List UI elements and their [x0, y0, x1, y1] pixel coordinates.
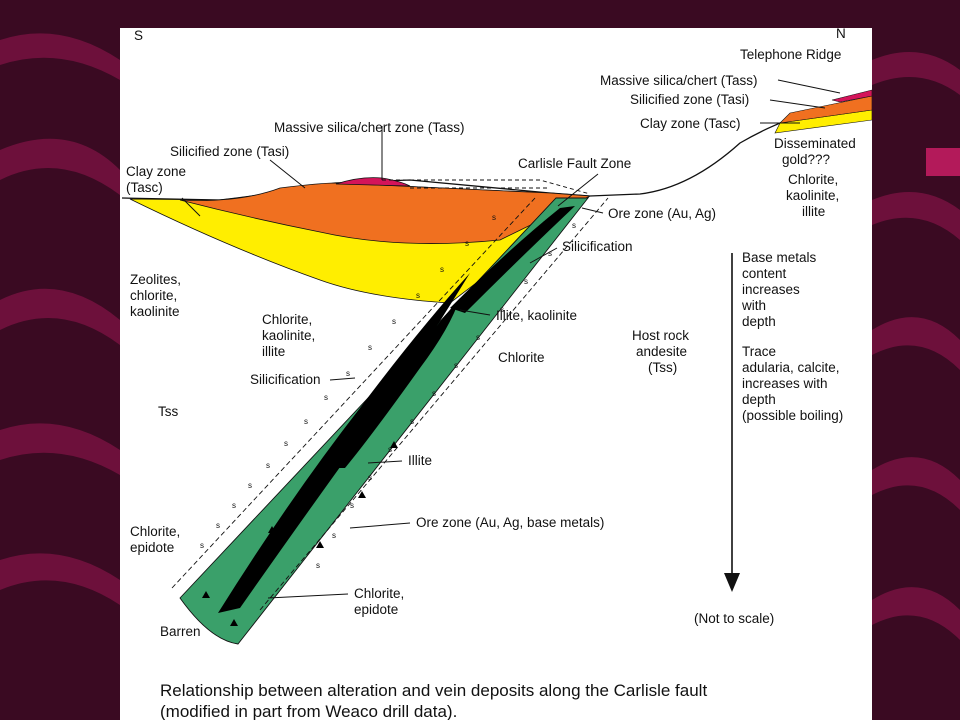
label-adularia-calcite: adularia, calcite, [742, 360, 840, 375]
svg-text:s: s [492, 213, 496, 222]
svg-text:s: s [392, 317, 396, 326]
svg-text:s: s [572, 221, 576, 230]
label-north: N [836, 28, 846, 41]
svg-text:s: s [216, 521, 220, 530]
svg-text:s: s [524, 277, 528, 286]
label-host-rock: Host rock [632, 328, 689, 343]
label-carlisle-fault-zone: Carlisle Fault Zone [518, 156, 631, 171]
svg-text:s: s [332, 531, 336, 540]
silicification-margin-right [259, 197, 609, 611]
label-zeolites-kaolinite: kaolinite [130, 304, 180, 319]
diagram-panel: s s s s s s s s s s s s s s s s s s s s s s s s s s s s [120, 28, 872, 720]
label-zeolites: Zeolites, [130, 272, 181, 287]
label-tss: Tss [158, 404, 179, 419]
silicification-margin-left [171, 197, 536, 589]
svg-text:s: s [476, 333, 480, 342]
svg-text:s: s [410, 417, 414, 426]
label-tss-host: (Tss) [648, 360, 677, 375]
svg-text:s: s [284, 439, 288, 448]
label-telephone-ridge: Telephone Ridge [740, 47, 841, 62]
svg-text:s: s [548, 249, 552, 258]
label-possible-boiling: (possible boiling) [742, 408, 843, 423]
label-silicified-tasi: Silicified zone (Tasi) [630, 92, 749, 107]
svg-text:s: s [440, 265, 444, 274]
depth-arrow-head [724, 573, 740, 592]
label-gold: gold??? [782, 152, 830, 167]
ore-lens-upper [450, 206, 575, 313]
label-illite-top: illite [802, 204, 825, 219]
svg-text:s: s [388, 445, 392, 454]
label-illite: Illite [408, 453, 432, 468]
label-ore-zone-au-ag: Ore zone (Au, Ag) [608, 206, 716, 221]
svg-text:s: s [200, 541, 204, 550]
silicified-zone [179, 182, 592, 244]
svg-text:s: s [454, 361, 458, 370]
label-chlorite-epidote-bottom-2: epidote [354, 602, 398, 617]
label-silicified-zone: Silicified zone (Tasi) [170, 144, 289, 159]
caption-line-2: (modified in part from Weaco drill data)… [160, 702, 457, 720]
svg-text:s: s [266, 461, 270, 470]
label-clay-zone-2: (Tasc) [126, 180, 163, 195]
label-depth-2: depth [742, 392, 776, 407]
label-ckl-chlorite: Chlorite, [262, 312, 312, 327]
label-increases: increases [742, 282, 800, 297]
label-massive-silica-zone: Massive silica/chert zone (Tass) [274, 120, 465, 135]
label-depth-1: depth [742, 314, 776, 329]
svg-text:s: s [304, 417, 308, 426]
label-trace: Trace [742, 344, 776, 359]
label-not-to-scale: (Not to scale) [694, 611, 774, 626]
label-massive-silica-chert: Massive silica/chert (Tass) [600, 73, 758, 88]
label-increases-with: increases with [742, 376, 828, 391]
silicification-s-markers: s s s s s s s s s s s s s s s s s s s s s s s s s s s s [200, 213, 576, 570]
svg-text:s: s [346, 369, 350, 378]
cross-section-diagram: s s s s s s s s s s s s s s s s s s s s s s s s s s s s [121, 28, 872, 720]
ore-lens-left [218, 273, 470, 613]
label-ckl-kaolinite: kaolinite, [262, 328, 315, 343]
svg-text:s: s [368, 473, 372, 482]
label-illite-kaolinite: Illite, kaolinite [496, 308, 577, 323]
svg-text:s: s [248, 481, 252, 490]
leader-lines [181, 79, 841, 599]
label-andesite: andesite [636, 344, 687, 359]
label-content: content [742, 266, 787, 281]
svg-text:s: s [350, 501, 354, 510]
ridge-massive-layer [831, 89, 872, 103]
label-chlorite-epidote-bottom-1: Chlorite, [354, 586, 404, 601]
label-chlorite-epidote-left-2: epidote [130, 540, 174, 555]
label-clay-tasc: Clay zone (Tasc) [640, 116, 741, 131]
label-ckl-illite: illite [262, 344, 285, 359]
label-chlorite-epidote-left-1: Chlorite, [130, 524, 180, 539]
svg-text:s: s [324, 393, 328, 402]
svg-text:s: s [368, 343, 372, 352]
svg-text:s: s [432, 389, 436, 398]
ore-lens-right [330, 298, 460, 468]
svg-text:s: s [465, 239, 469, 248]
eroded-cap-outline [382, 179, 591, 195]
label-silicification-right: Silicification [562, 239, 633, 254]
label-barren: Barren [160, 624, 201, 639]
svg-text:s: s [232, 501, 236, 510]
caption-line-1: Relationship between alteration and vein… [160, 681, 707, 700]
label-clay-zone-1: Clay zone [126, 164, 186, 179]
label-chlorite-top: Chlorite, [788, 172, 838, 187]
ridge-silicified-layer [779, 95, 872, 124]
svg-text:s: s [416, 291, 420, 300]
label-zeolites-chlorite: chlorite, [130, 288, 177, 303]
label-disseminated: Disseminated [774, 136, 856, 151]
svg-text:s: s [316, 561, 320, 570]
label-with: with [741, 298, 766, 313]
svg-text:s: s [500, 305, 504, 314]
label-chlorite-middle: Chlorite [498, 350, 545, 365]
label-base-metals: Base metals [742, 250, 817, 265]
label-kaolinite-top: kaolinite, [786, 188, 839, 203]
accent-square [926, 148, 960, 176]
label-silicification-left: Silicification [250, 372, 321, 387]
label-ore-zone-base-metals: Ore zone (Au, Ag, base metals) [416, 515, 604, 530]
ore-triangles [202, 221, 548, 626]
label-south: S [134, 28, 143, 43]
